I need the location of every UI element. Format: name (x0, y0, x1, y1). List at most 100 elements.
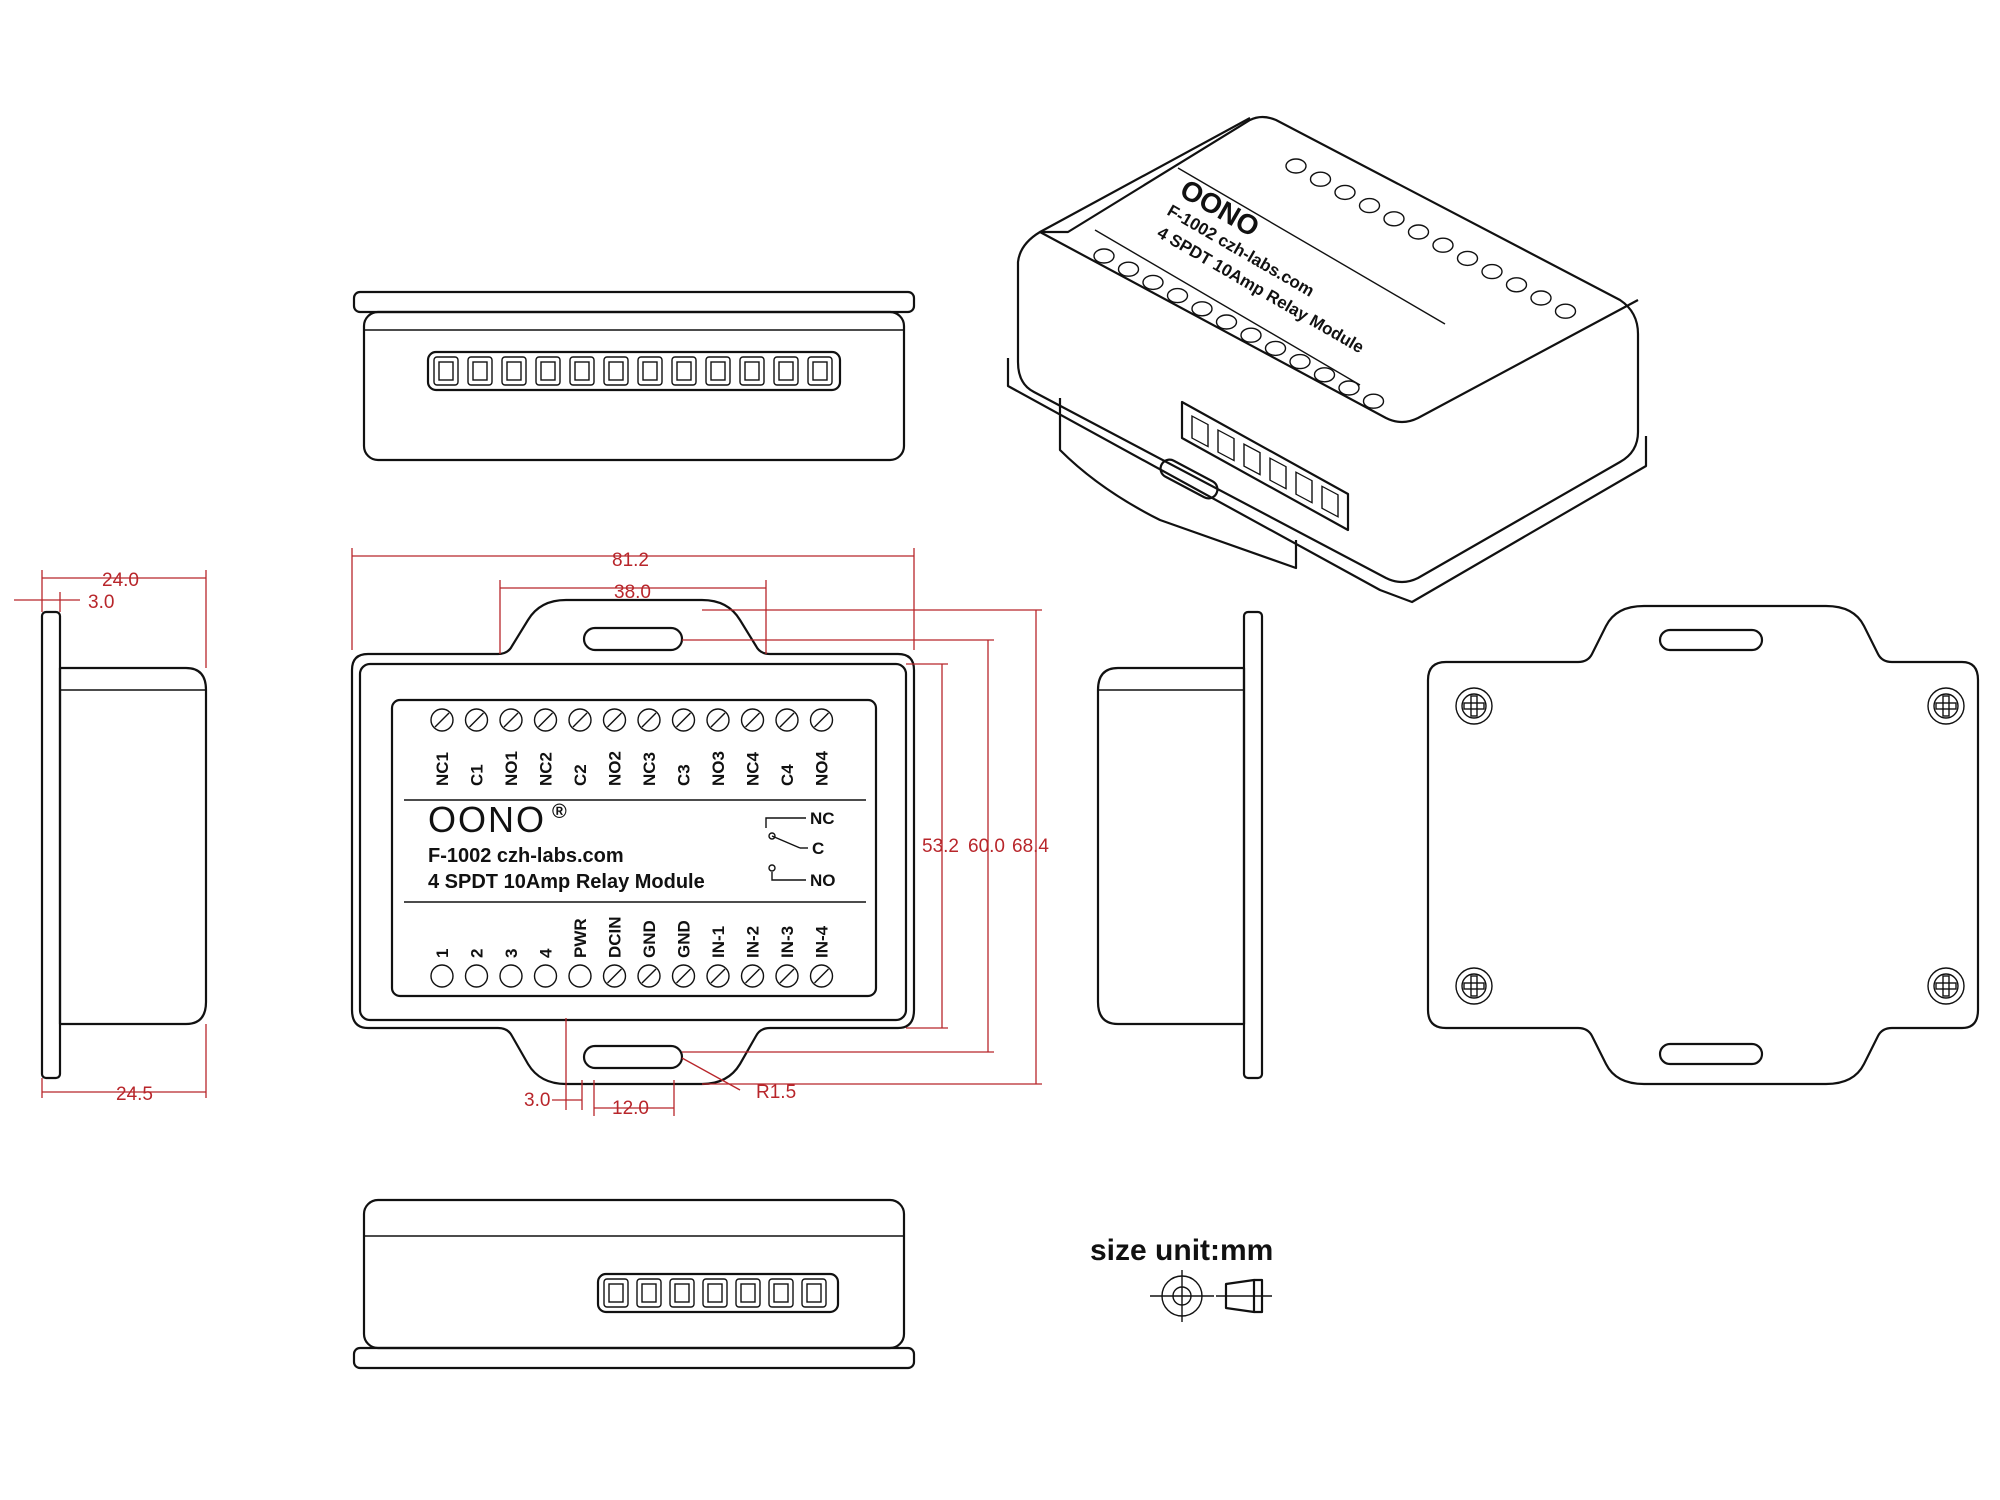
terminal-opening (1191, 414, 1209, 448)
terminal-label-in-1: IN-1 (709, 926, 728, 958)
bottom-screw-terminals (430, 964, 834, 988)
terminal-hole (1407, 224, 1430, 240)
relay-schematic: NC C NO (765, 809, 836, 890)
screw-terminal (602, 964, 627, 988)
terminal-hole (1117, 261, 1140, 277)
terminal-label-c1: C1 (468, 764, 487, 786)
screw-terminal (671, 964, 696, 988)
terminal-opening (768, 1278, 794, 1308)
screw-terminal (809, 964, 834, 988)
terminal-label-nc2: NC2 (537, 752, 556, 786)
screw-terminal (430, 708, 454, 732)
terminal-opening (739, 356, 765, 386)
screw-terminal (637, 964, 661, 988)
screw-terminal (533, 708, 558, 732)
terminal-openings-top (433, 356, 833, 386)
dim-height-3: 68.4 (1012, 836, 1049, 857)
dim-depth-top: 24.0 (102, 570, 139, 591)
terminal-opening (535, 356, 561, 386)
terminal-label-pwr: PWR (571, 918, 590, 958)
led-indicator (430, 964, 454, 988)
led-indicator (568, 964, 592, 988)
dim-height-1: 53.2 (922, 836, 959, 857)
terminal-label-nc4: NC4 (744, 751, 763, 786)
terminal-opening (735, 1278, 761, 1308)
terminal-hole (1264, 340, 1287, 357)
model-line: F-1002 czh-labs.com (428, 845, 624, 867)
terminal-hole (1481, 263, 1503, 280)
relay-no-label: NO (810, 871, 836, 890)
terminal-label-in-4: IN-4 (813, 925, 832, 958)
dim-tab-width: 38.0 (614, 582, 651, 603)
terminal-hole (1362, 393, 1385, 409)
terminal-opening (1217, 429, 1235, 462)
terminal-label-no3: NO3 (709, 751, 728, 786)
terminal-opening (501, 356, 527, 386)
terminal-label-in-3: IN-3 (778, 926, 797, 958)
terminal-opening (705, 356, 731, 386)
terminal-hole (1215, 314, 1238, 330)
terminal-hole (1334, 184, 1356, 201)
terminal-openings-bottom (603, 1278, 827, 1308)
terminal-label-1: 1 (433, 949, 452, 958)
terminal-label-gnd: GND (675, 920, 694, 958)
terminal-opening (1269, 457, 1287, 490)
terminal-hole (1554, 303, 1577, 319)
screw-terminal (706, 964, 730, 988)
terminal-hole (1285, 158, 1307, 174)
terminal-opening (669, 1278, 695, 1308)
screw-terminal (637, 708, 661, 732)
isometric-view: OONO F-1002 czh-labs.com 4 SPDT 10Amp Re… (1006, 115, 1648, 604)
dimension-lines (14, 548, 1042, 1116)
terminal-hole (1289, 353, 1311, 370)
terminal-opening (637, 356, 663, 386)
terminal-label-c3: C3 (675, 764, 694, 786)
registered-mark: ® (552, 801, 567, 823)
bottom-elevation-view (352, 1198, 916, 1370)
terminal-hole (1240, 327, 1262, 343)
terminal-opening (467, 356, 493, 386)
dimension-labels: 81.2 38.0 53.2 60.0 68.4 24.0 3.0 24.5 3… (88, 550, 1049, 1119)
screw-terminal (775, 964, 799, 988)
terminal-opening (1295, 471, 1313, 504)
terminal-label-gnd: GND (640, 920, 659, 958)
screw-terminal (706, 708, 730, 732)
terminal-label-nc1: NC1 (433, 752, 452, 786)
terminal-hole (1338, 380, 1360, 396)
terminal-opening (603, 356, 629, 386)
dim-height-2: 60.0 (968, 836, 1005, 857)
relay-nc-label: NC (810, 809, 835, 828)
screw-terminal (740, 964, 765, 988)
size-unit-label: size unit:mm (1090, 1234, 1273, 1267)
terminal-hole (1383, 211, 1405, 227)
terminal-hole (1166, 287, 1189, 304)
screw-terminal (809, 708, 834, 732)
relay-c-label: C (812, 839, 824, 858)
terminal-label-4: 4 (537, 948, 556, 958)
phillips-screw-icon (1927, 967, 1965, 1005)
right-side-view (1096, 610, 1264, 1080)
terminal-label-c4: C4 (778, 764, 797, 786)
terminal-label-dcin: DCIN (606, 916, 625, 958)
terminal-label-in-2: IN-2 (744, 926, 763, 958)
terminal-hole (1432, 237, 1454, 253)
top-elevation-view (352, 290, 916, 462)
terminal-label-no1: NO1 (502, 751, 521, 786)
screw-terminal (671, 708, 696, 732)
terminal-label-no2: NO2 (606, 751, 625, 786)
unit-legend: size unit:mm (1090, 1234, 1273, 1322)
terminal-hole (1313, 367, 1336, 383)
terminal-opening (773, 356, 799, 386)
terminal-label-c2: C2 (571, 764, 590, 786)
terminal-opening (569, 356, 595, 386)
terminal-hole (1505, 277, 1528, 293)
led-indicator (499, 964, 523, 988)
top-screw-terminals (430, 708, 834, 732)
phillips-screw-icon (1455, 687, 1493, 725)
screw-terminal (602, 708, 627, 732)
terminal-hole (1142, 274, 1164, 291)
terminal-hole (1358, 197, 1381, 214)
